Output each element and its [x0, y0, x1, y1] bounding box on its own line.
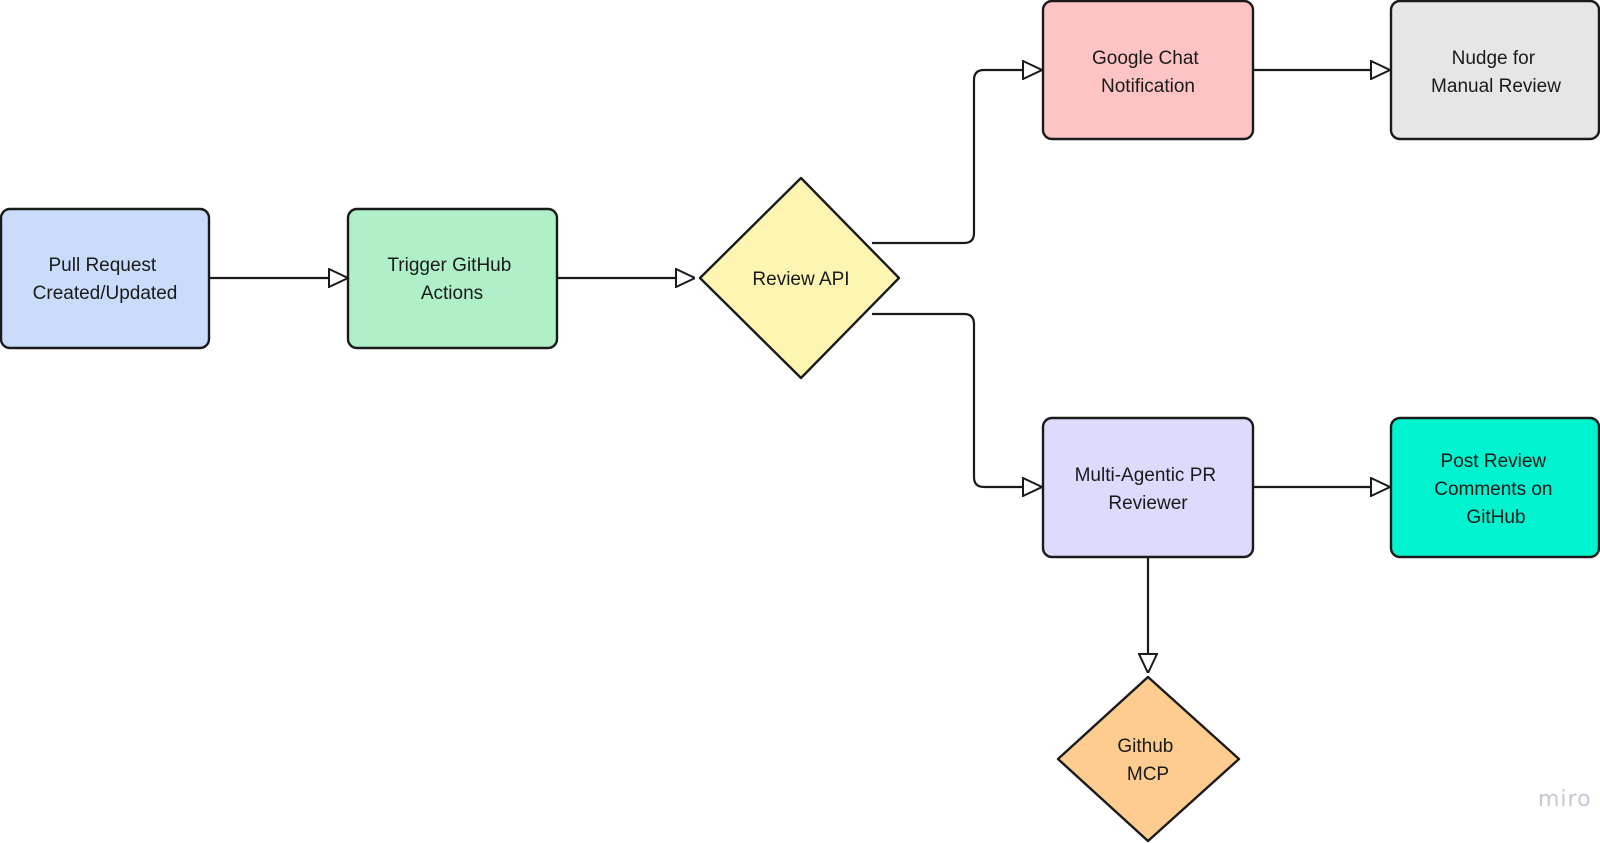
node-post-comments-shape — [1389, 416, 1600, 559]
node-trigger-actions-shape — [346, 207, 559, 350]
node-post-comments-label-line-3: GitHub — [1466, 507, 1525, 528]
node-github-mcp[interactable]: Github MCP — [1056, 675, 1241, 843]
node-multi-agentic-label-line-1: Multi-Agentic PR — [1075, 465, 1217, 486]
edge-review-api-to-multi-agentic[interactable] — [872, 312, 1042, 487]
node-google-chat[interactable]: Google Chat Notification — [1041, 0, 1255, 141]
node-multi-agentic[interactable]: Multi-Agentic PR Reviewer — [1041, 416, 1255, 559]
node-multi-agentic-label-line-2: Reviewer — [1108, 493, 1188, 514]
node-review-api[interactable]: Review API — [698, 176, 901, 380]
svg-text:Github MCP: Github MCP — [1117, 736, 1178, 785]
node-trigger-actions-label-line-2: Actions — [421, 283, 483, 304]
node-google-chat-shape — [1041, 0, 1255, 141]
svg-text:Nudge for Manual Review: Nudge for Manual Review — [1431, 48, 1561, 97]
node-pull-request-label-line-2: Created/Updated — [33, 283, 178, 304]
svg-text:Review API: Review API — [752, 269, 849, 290]
node-post-comments-label-line-2: Comments on — [1434, 479, 1552, 500]
svg-text:Google Chat Notification: Google Chat Notification — [1092, 48, 1204, 97]
node-google-chat-label-line-2: Notification — [1101, 76, 1195, 97]
node-pull-request[interactable]: Pull Request Created/Updated — [0, 207, 211, 350]
svg-text:Trigger GitHub Actions: Trigger GitHub Actions — [387, 255, 516, 304]
node-github-mcp-label-line-2: MCP — [1127, 764, 1169, 785]
svg-text:Post Review Comments on: Post Review Comments on GitHub — [1434, 451, 1558, 528]
node-pull-request-label-line-1: Pull Request — [48, 255, 156, 276]
node-github-mcp-shape — [1056, 675, 1241, 843]
node-post-comments-label-line-1: Post Review — [1441, 451, 1547, 472]
edge-review-api-to-google-chat[interactable] — [872, 70, 1042, 245]
node-google-chat-label-line-1: Google Chat — [1092, 48, 1199, 69]
node-trigger-actions-label-line-1: Trigger GitHub — [387, 255, 511, 276]
node-nudge-review-shape — [1389, 0, 1600, 141]
node-post-comments[interactable]: Post Review Comments on GitHub — [1389, 416, 1600, 559]
node-nudge-review[interactable]: Nudge for Manual Review — [1389, 0, 1600, 141]
edges — [209, 70, 1390, 673]
node-nudge-review-label-line-1: Nudge for — [1452, 48, 1536, 69]
node-trigger-actions[interactable]: Trigger GitHub Actions — [346, 207, 559, 350]
svg-text:Multi-Agentic PR Reviewe: Multi-Agentic PR Reviewer — [1075, 465, 1222, 514]
node-review-api-label-line-1: Review API — [752, 269, 849, 290]
miro-watermark: miro — [1538, 787, 1592, 812]
svg-text:Pull Request Created/Upd: Pull Request Created/Updated — [33, 255, 178, 304]
node-review-api-shape — [698, 176, 901, 380]
node-pull-request-shape — [0, 207, 211, 350]
node-multi-agentic-shape — [1041, 416, 1255, 559]
node-nudge-review-label-line-2: Manual Review — [1431, 76, 1561, 97]
node-github-mcp-label-line-1: Github — [1117, 736, 1173, 757]
